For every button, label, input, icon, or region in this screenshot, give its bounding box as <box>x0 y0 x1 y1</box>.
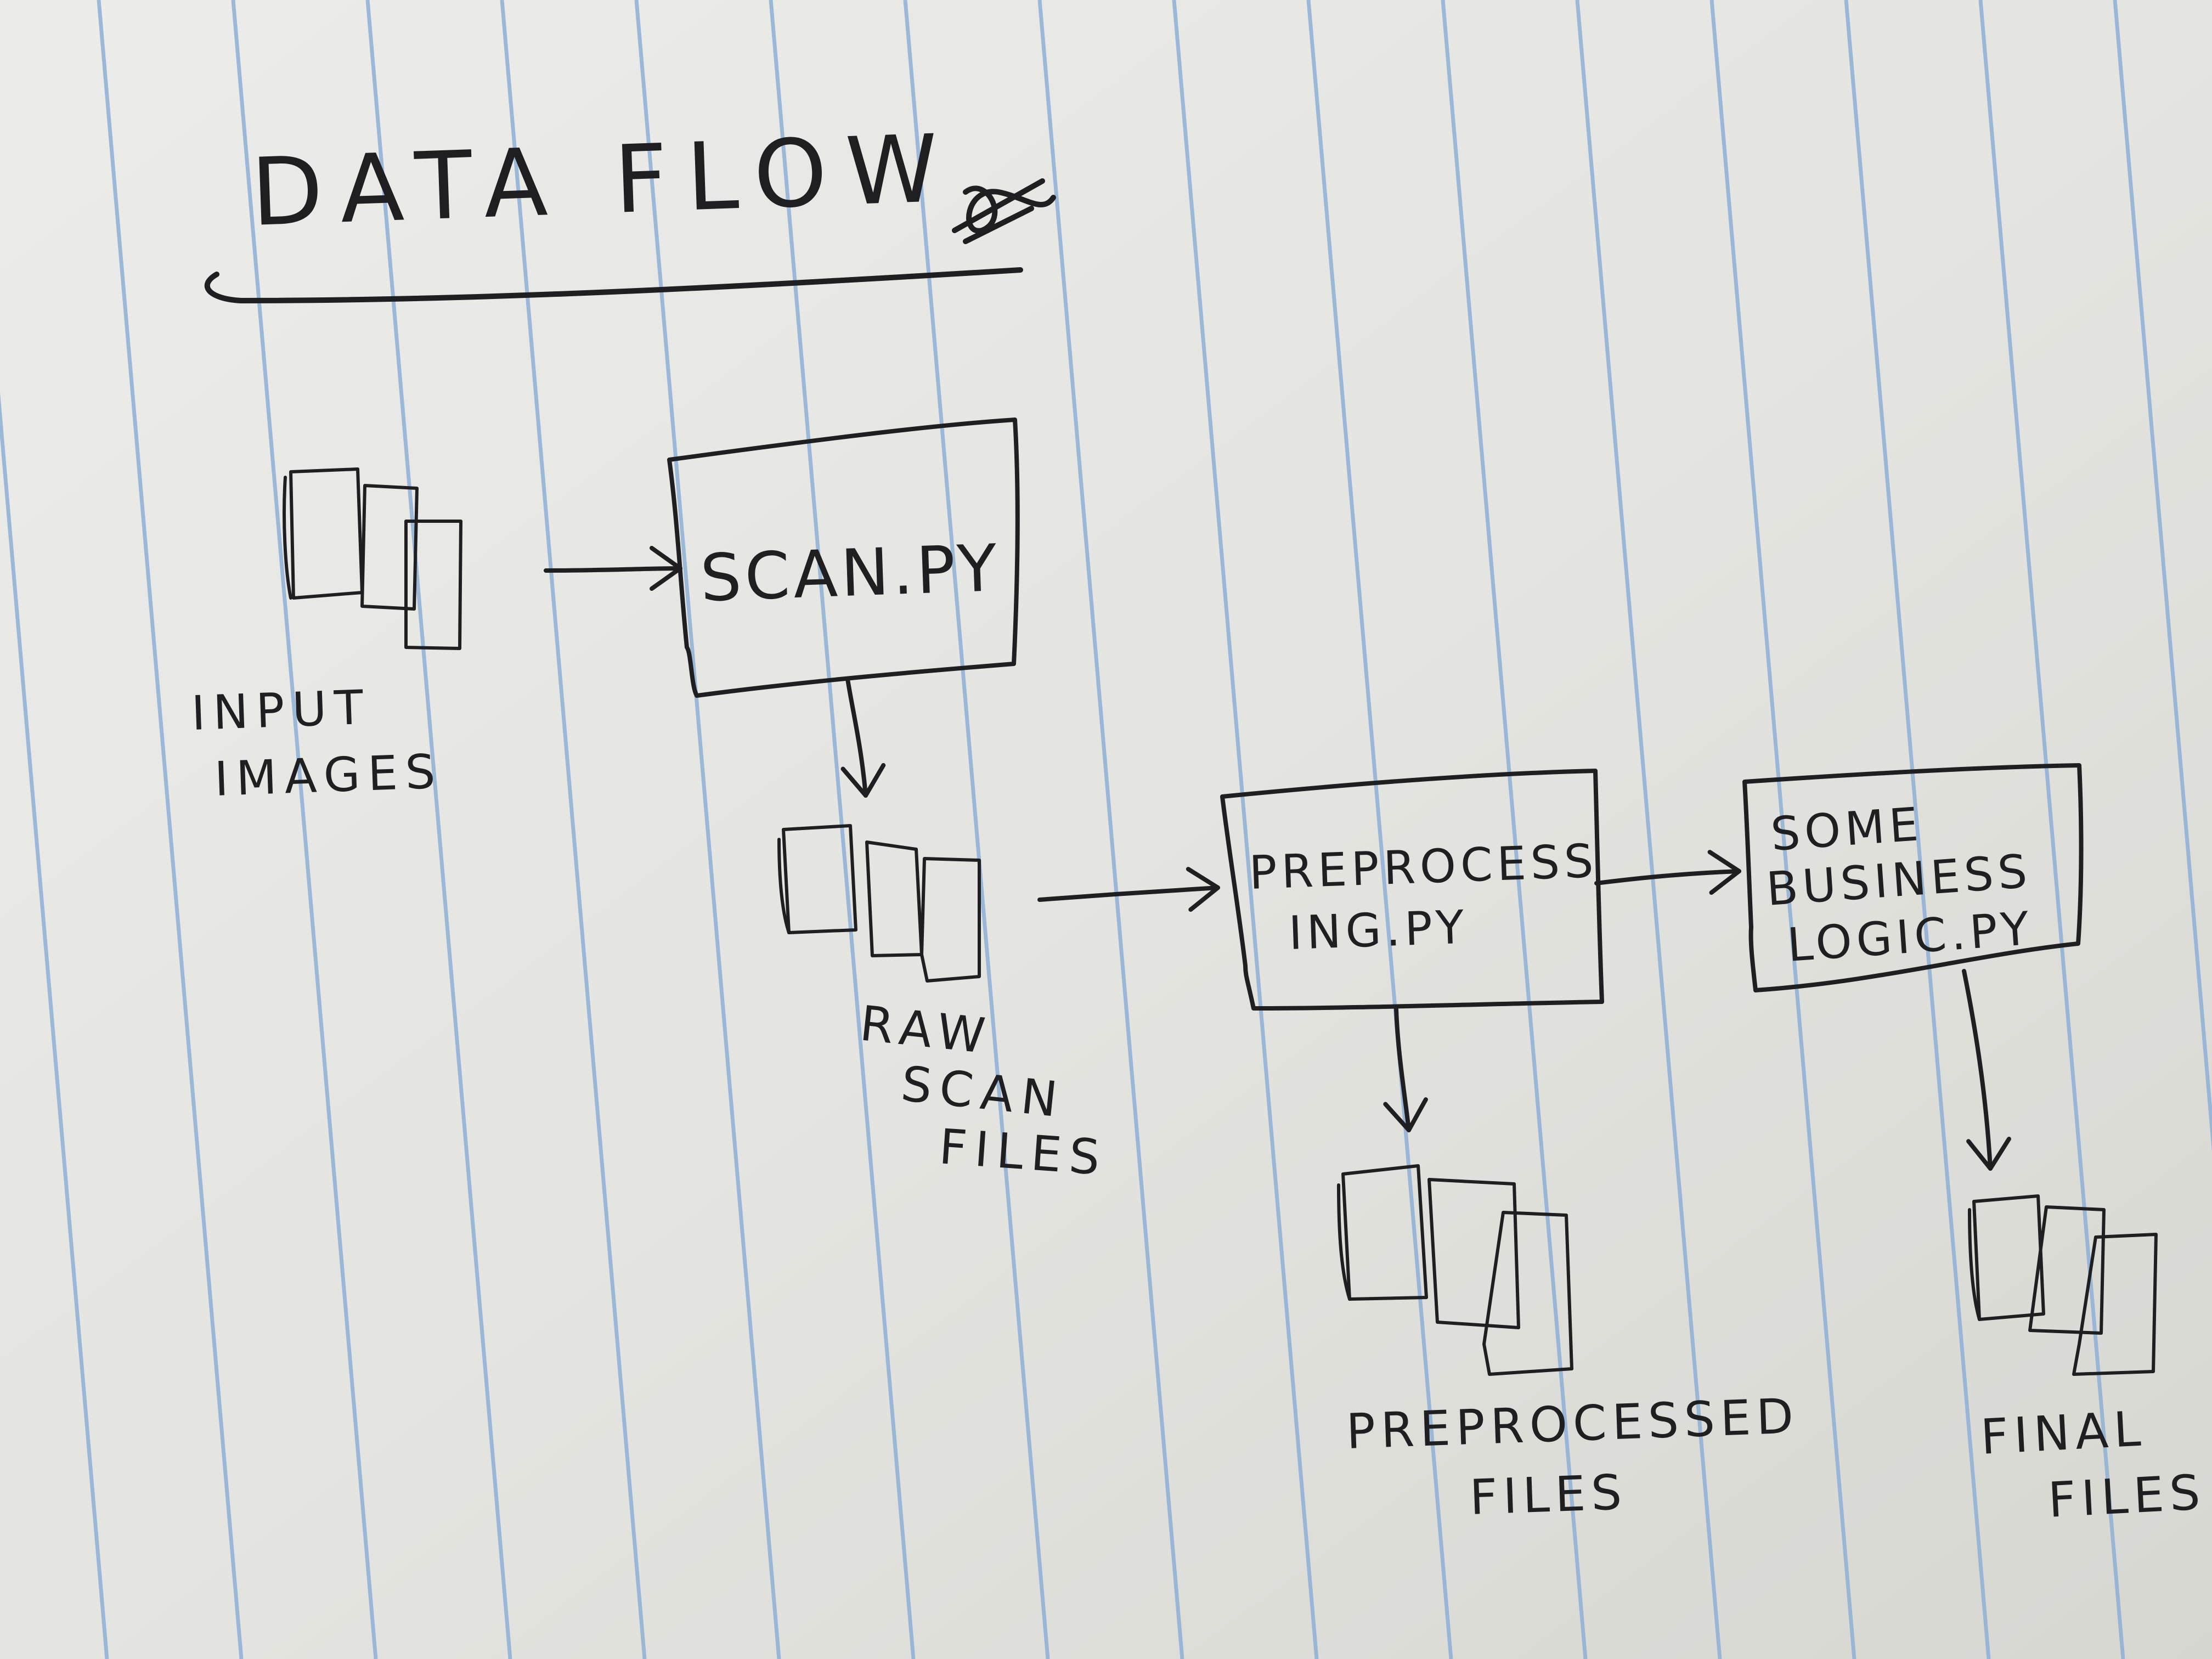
ruled-line <box>365 0 512 1659</box>
input-images-file-stack-icon <box>283 467 462 650</box>
edge-preprocessing-to-logic <box>1594 850 1741 895</box>
final-files-label-line-1: FINAL <box>1979 1400 2148 1465</box>
node-scan-py: SCAN.PY <box>667 417 1020 698</box>
ruled-line <box>1978 0 2125 1659</box>
ruled-line <box>500 0 647 1659</box>
node-input-images: INPUT IMAGES <box>190 467 462 807</box>
preprocessing-py-label-line-1: PREPROCESS <box>1248 834 1599 900</box>
ruled-line <box>97 0 244 1659</box>
scan-py-box <box>667 417 1020 698</box>
ruled-line <box>1709 0 1857 1659</box>
ruled-line <box>1306 0 1453 1659</box>
ruled-line <box>1575 0 1722 1659</box>
edge-raw-to-preprocessing <box>1037 867 1220 912</box>
ruled-line <box>1037 0 1184 1659</box>
ruled-line <box>0 392 109 1659</box>
final-files-label-line-2: FILES <box>2047 1464 2207 1528</box>
title-underline <box>204 267 1023 303</box>
preprocessed-files-label-line-2: FILES <box>1469 1464 1628 1526</box>
ruled-line <box>1441 0 1588 1659</box>
raw-scan-files-label-line-3: FILES <box>938 1118 1109 1186</box>
final-files-file-stack-icon <box>1968 1194 2158 1376</box>
title-group: DATA FLOW <box>204 114 1056 303</box>
some-business-logic-py-box <box>1742 763 2084 992</box>
node-preprocessing-py: PREPROCESS ING.PY <box>1220 769 1604 1011</box>
preprocessed-files-file-stack-icon <box>1337 1164 1573 1376</box>
preprocessing-py-label-line-2: ING.PY <box>1288 900 1469 960</box>
edge-preprocessing-to-preprocessed <box>1383 1007 1428 1132</box>
logic-py-label-line-1: SOME <box>1769 797 1925 861</box>
node-final-files: FINAL FILES <box>1968 1194 2207 1528</box>
diagram-title: DATA FLOW <box>250 114 958 247</box>
scan-py-label: SCAN.PY <box>699 530 1001 616</box>
ruled-line <box>1172 0 1319 1659</box>
edges <box>544 546 2011 1171</box>
edge-input-to-scan <box>544 546 682 591</box>
raw-scan-files-label-line-1: RAW <box>857 995 995 1065</box>
input-images-label-line-1: INPUT <box>190 680 371 741</box>
ruled-line <box>769 0 916 1659</box>
ruled-line <box>634 0 781 1659</box>
raw-scan-files-file-stack-icon <box>777 824 981 983</box>
ruled-line <box>2113 0 2212 1152</box>
input-images-label-line-2: IMAGES <box>213 744 444 807</box>
edge-scan-to-raw <box>840 677 886 798</box>
title-scribble-icon <box>952 178 1056 244</box>
edge-logic-to-final <box>1962 969 2011 1171</box>
preprocessing-py-box <box>1220 769 1604 1011</box>
ruled-line <box>231 0 378 1659</box>
ruled-line <box>1844 0 1991 1659</box>
